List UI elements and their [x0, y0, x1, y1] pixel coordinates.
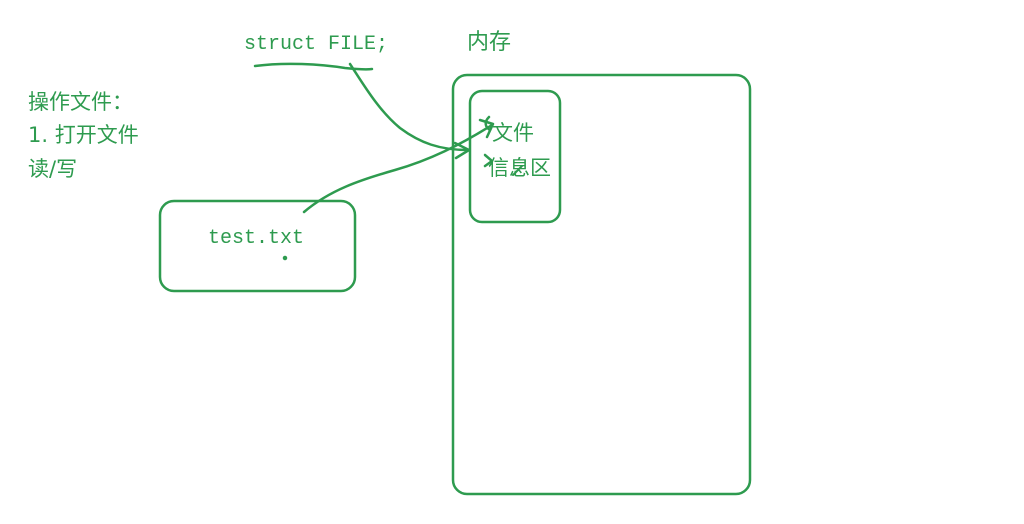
- info-mark-bottom: [483, 153, 494, 168]
- info-mark-top: [484, 115, 492, 132]
- file-name-label: test.txt: [208, 227, 305, 250]
- memory-box: [451, 73, 752, 496]
- file-box: [158, 199, 357, 293]
- memory-label: 内存: [467, 30, 512, 55]
- pen-cursor-icon: [512, 165, 523, 176]
- operation-heading: 操作文件：: [28, 90, 133, 114]
- struct-label: struct FILE;: [244, 33, 389, 56]
- file-arrow-head: [478, 118, 495, 139]
- struct-arrow-line: [348, 62, 470, 152]
- step-open-label: 1. 打开文件: [28, 123, 139, 147]
- dot-mark: [282, 255, 288, 261]
- struct-underline: [253, 62, 374, 71]
- struct-arrow-head: [453, 141, 471, 160]
- file-info-box: [468, 89, 562, 224]
- file-info-label-line1: 文件: [492, 121, 534, 145]
- read-write-label: 读/写: [28, 157, 78, 181]
- file-info-label-line2: 信息区: [488, 156, 551, 180]
- file-arrow-line: [302, 123, 494, 214]
